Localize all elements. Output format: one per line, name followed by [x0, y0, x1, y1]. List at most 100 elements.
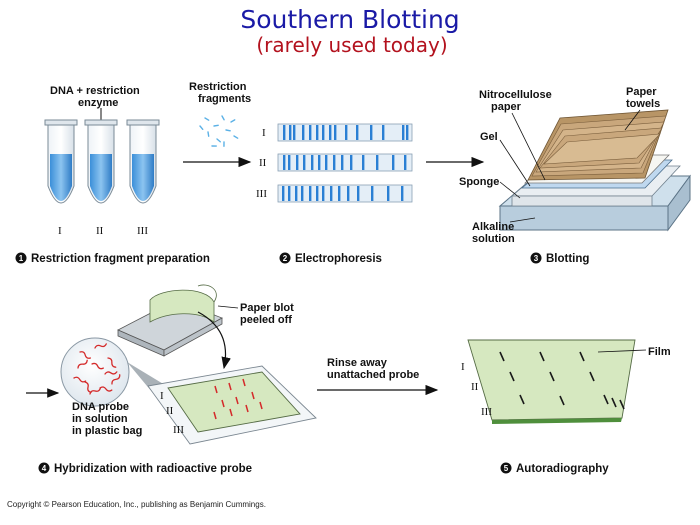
- film-band: [619, 399, 625, 410]
- leader-nitrocellulose: [511, 112, 546, 181]
- hybridized-bands: [213, 378, 263, 420]
- gel-band: [282, 186, 285, 201]
- gel-band: [406, 125, 409, 140]
- film-band: [519, 394, 525, 405]
- leader-paper-towels: [624, 109, 641, 131]
- gel-band: [370, 125, 373, 140]
- svg-text:Hybridization with radioactive: Hybridization with radioactive probe: [54, 463, 252, 475]
- film-band: [549, 371, 555, 382]
- gel-band: [334, 125, 337, 140]
- peeled-blot-tray: [117, 284, 223, 357]
- tube-label-i: I: [58, 225, 62, 237]
- probe-fragment: [73, 376, 87, 383]
- gel-band: [330, 186, 333, 201]
- label-probe-1: DNA probe: [72, 401, 129, 413]
- gel-band: [329, 125, 332, 140]
- probe-circle: [60, 337, 130, 407]
- gel-band: [338, 186, 341, 201]
- leader-alkaline: [509, 217, 536, 223]
- gel-band: [316, 186, 319, 201]
- film-band: [603, 394, 609, 405]
- gel-band: [309, 186, 312, 201]
- fragment: [230, 119, 236, 123]
- film-lane-label-i: I: [461, 361, 465, 373]
- gel-band: [309, 125, 312, 140]
- copyright-notice: Copyright © Pearson Education, Inc., pub…: [7, 500, 266, 509]
- gel-lane-iii: [277, 184, 413, 203]
- label-probe-3: in plastic bag: [72, 425, 142, 437]
- leader-sponge: [499, 181, 521, 199]
- label-paper-towels-2: towels: [626, 98, 660, 110]
- page-title: Southern Blotting: [240, 5, 459, 34]
- gel-band: [288, 186, 291, 201]
- probe-band: [242, 378, 246, 387]
- gel-band: [404, 155, 407, 170]
- probe-fragment: [99, 386, 113, 392]
- gel-bands-lane-i: [283, 125, 409, 140]
- fragment: [207, 131, 210, 137]
- probe-band: [214, 385, 218, 394]
- svg-text:5: 5: [504, 464, 509, 473]
- gel-band: [345, 125, 348, 140]
- gel-band: [362, 155, 365, 170]
- label-restriction-1: Restriction: [189, 81, 247, 93]
- label-rinse-2: unattached probe: [327, 369, 419, 381]
- restriction-fragments: [199, 115, 239, 147]
- probe-fragment: [91, 362, 104, 370]
- page-subtitle: (rarely used today): [256, 33, 447, 57]
- gel-lane-i: [277, 123, 413, 142]
- film-band: [559, 395, 565, 406]
- gel-band: [371, 186, 374, 201]
- film-band: [539, 351, 545, 362]
- gel-band: [295, 186, 298, 201]
- fragment: [223, 141, 225, 147]
- film-lane-label-ii: II: [471, 381, 479, 393]
- label-dna-enzyme-1: DNA + restriction: [50, 85, 140, 97]
- gel-band: [350, 155, 353, 170]
- fragment: [199, 125, 204, 130]
- leader-blot-peeled: [217, 305, 239, 309]
- label-gel: Gel: [480, 131, 498, 143]
- bag-lane-label-iii: III: [173, 424, 184, 436]
- probe-fragment: [104, 371, 118, 375]
- probe-band: [221, 399, 225, 408]
- gel-lane-label-ii: II: [259, 157, 267, 169]
- label-probe-2: in solution: [72, 413, 128, 425]
- probe-fragment: [89, 387, 102, 395]
- film-band: [579, 351, 585, 362]
- label-nitrocellulose-2: paper: [491, 101, 522, 113]
- film-sheet: [467, 339, 636, 424]
- label-sponge: Sponge: [459, 176, 499, 188]
- film-band: [499, 351, 505, 362]
- svg-text:4: 4: [42, 464, 47, 473]
- film-band: [611, 397, 617, 408]
- svg-text:Electrophoresis: Electrophoresis: [295, 253, 382, 265]
- fragment: [211, 145, 217, 147]
- gel-band: [325, 155, 328, 170]
- gel-bands-lane-ii: [283, 155, 407, 170]
- tube-label-iii: III: [137, 225, 148, 237]
- film-bands: [499, 351, 625, 410]
- fragment: [221, 115, 225, 121]
- gel-band: [311, 155, 314, 170]
- arrow-blot-to-bag: [197, 311, 231, 370]
- gel-lane-ii: [277, 153, 413, 172]
- probe-fragments: [73, 343, 121, 395]
- gel-lane-label-i: I: [262, 127, 266, 139]
- label-alkaline-2: solution: [472, 233, 515, 245]
- gel-band: [301, 186, 304, 201]
- label-nitrocellulose-1: Nitrocellulose: [479, 89, 552, 101]
- fragment: [213, 124, 219, 127]
- probe-band: [213, 411, 217, 420]
- fragment: [204, 117, 210, 121]
- gel-band: [318, 155, 321, 170]
- gel-band: [382, 125, 385, 140]
- gel-band: [357, 186, 360, 201]
- probe-band: [259, 401, 263, 410]
- gel-band: [341, 155, 344, 170]
- gel-band: [376, 155, 379, 170]
- bag-lane-label-ii: II: [166, 405, 174, 417]
- svg-text:3: 3: [534, 254, 539, 263]
- probe-band: [235, 396, 239, 405]
